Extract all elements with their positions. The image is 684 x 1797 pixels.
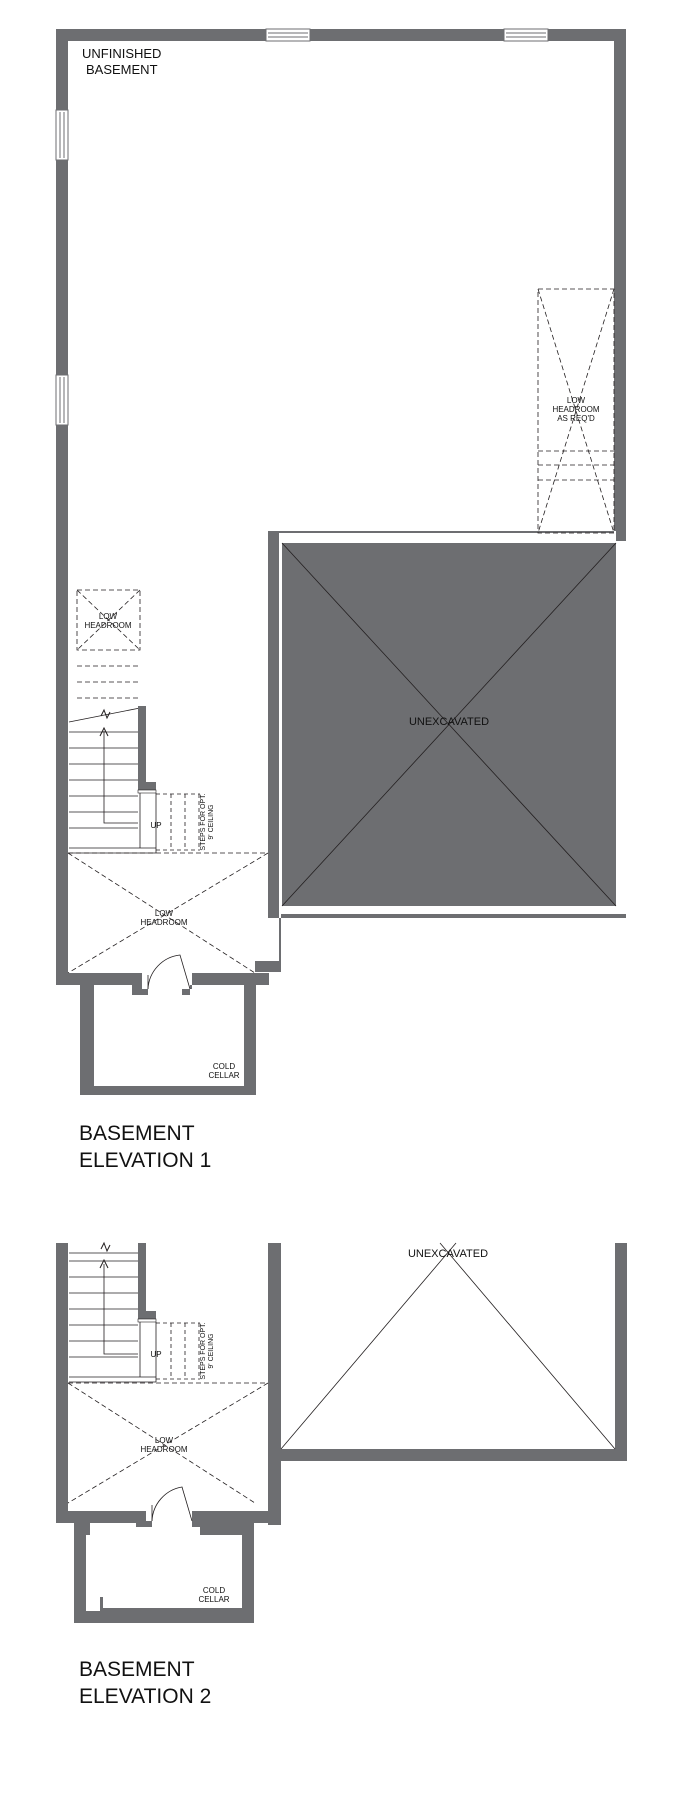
low-headroom-stair-zone	[76, 589, 141, 699]
window-top-1	[265, 28, 311, 42]
unexcavated-label-2: UNEXCAVATED	[408, 1248, 488, 1260]
cold-cellar-label-2: CELLAR	[208, 1071, 239, 1080]
low-headroom-right-label-3: AS REQ'D	[557, 414, 595, 423]
low-headroom-entry-2-label-1: LOW	[155, 1436, 174, 1445]
low-headroom-stair-label-1: LOW	[99, 612, 118, 621]
main-basement-walls	[56, 29, 626, 972]
staircase	[68, 706, 157, 854]
staircase-2	[69, 1241, 157, 1383]
low-headroom-entry-2-label-2: HEADROOM	[140, 1445, 187, 1454]
elevation-2-title-line1: BASEMENT	[79, 1658, 195, 1681]
up-label: UP	[150, 821, 161, 830]
window-left-2	[55, 374, 69, 426]
steps-note-2-line2: 9' CEILING	[208, 1333, 215, 1368]
low-headroom-entry-label-1: LOW	[155, 909, 174, 918]
entry-and-cold-cellar-walls	[56, 859, 269, 1095]
cold-cellar-2-label-2: CELLAR	[198, 1595, 229, 1604]
optional-steps-2	[156, 1322, 200, 1380]
low-headroom-entry-zone-2	[67, 1382, 269, 1504]
elevation-1-plan	[55, 28, 626, 1095]
cold-cellar-door-2	[151, 1486, 193, 1522]
elevation-2-plan	[56, 1241, 627, 1623]
elevation-1-labels: UNFINISHED BASEMENT UNEXCAVATED LOW HEAD…	[79, 46, 600, 1172]
cold-cellar-door	[147, 954, 191, 990]
low-headroom-right-label-2: HEADROOM	[552, 405, 599, 414]
low-headroom-right-zone	[537, 288, 615, 534]
window-top-2	[503, 28, 549, 42]
cold-cellar-label-1: COLD	[213, 1062, 235, 1071]
cold-cellar-2-label-1: COLD	[203, 1586, 225, 1595]
elevation-1-title-line1: BASEMENT	[79, 1122, 195, 1145]
window-left-1	[55, 109, 69, 161]
steps-note-2-line1: STEPS FOR OPT.	[200, 1322, 207, 1379]
elevation-2-title-line2: ELEVATION 2	[79, 1685, 211, 1708]
elevation-1-title-line2: ELEVATION 1	[79, 1149, 211, 1172]
low-headroom-entry-label-2: HEADROOM	[140, 918, 187, 927]
steps-note-line2: 9' CEILING	[208, 804, 215, 839]
optional-steps	[156, 793, 200, 851]
low-headroom-right-label-1: LOW	[567, 396, 586, 405]
low-headroom-entry-zone	[67, 852, 269, 974]
low-headroom-stair-label-2: HEADROOM	[84, 621, 131, 630]
room-label-line2: BASEMENT	[86, 62, 158, 77]
elevation-2-labels: UNEXCAVATED LOW HEADROOM UP STEPS FOR OP…	[79, 1248, 488, 1708]
steps-note-line1: STEPS FOR OPT.	[200, 793, 207, 850]
room-label-line1: UNFINISHED	[82, 46, 161, 61]
up-label-2: UP	[150, 1350, 161, 1359]
unexcavated-label: UNEXCAVATED	[409, 716, 489, 728]
entry-and-cold-cellar-walls-2	[56, 1503, 281, 1623]
